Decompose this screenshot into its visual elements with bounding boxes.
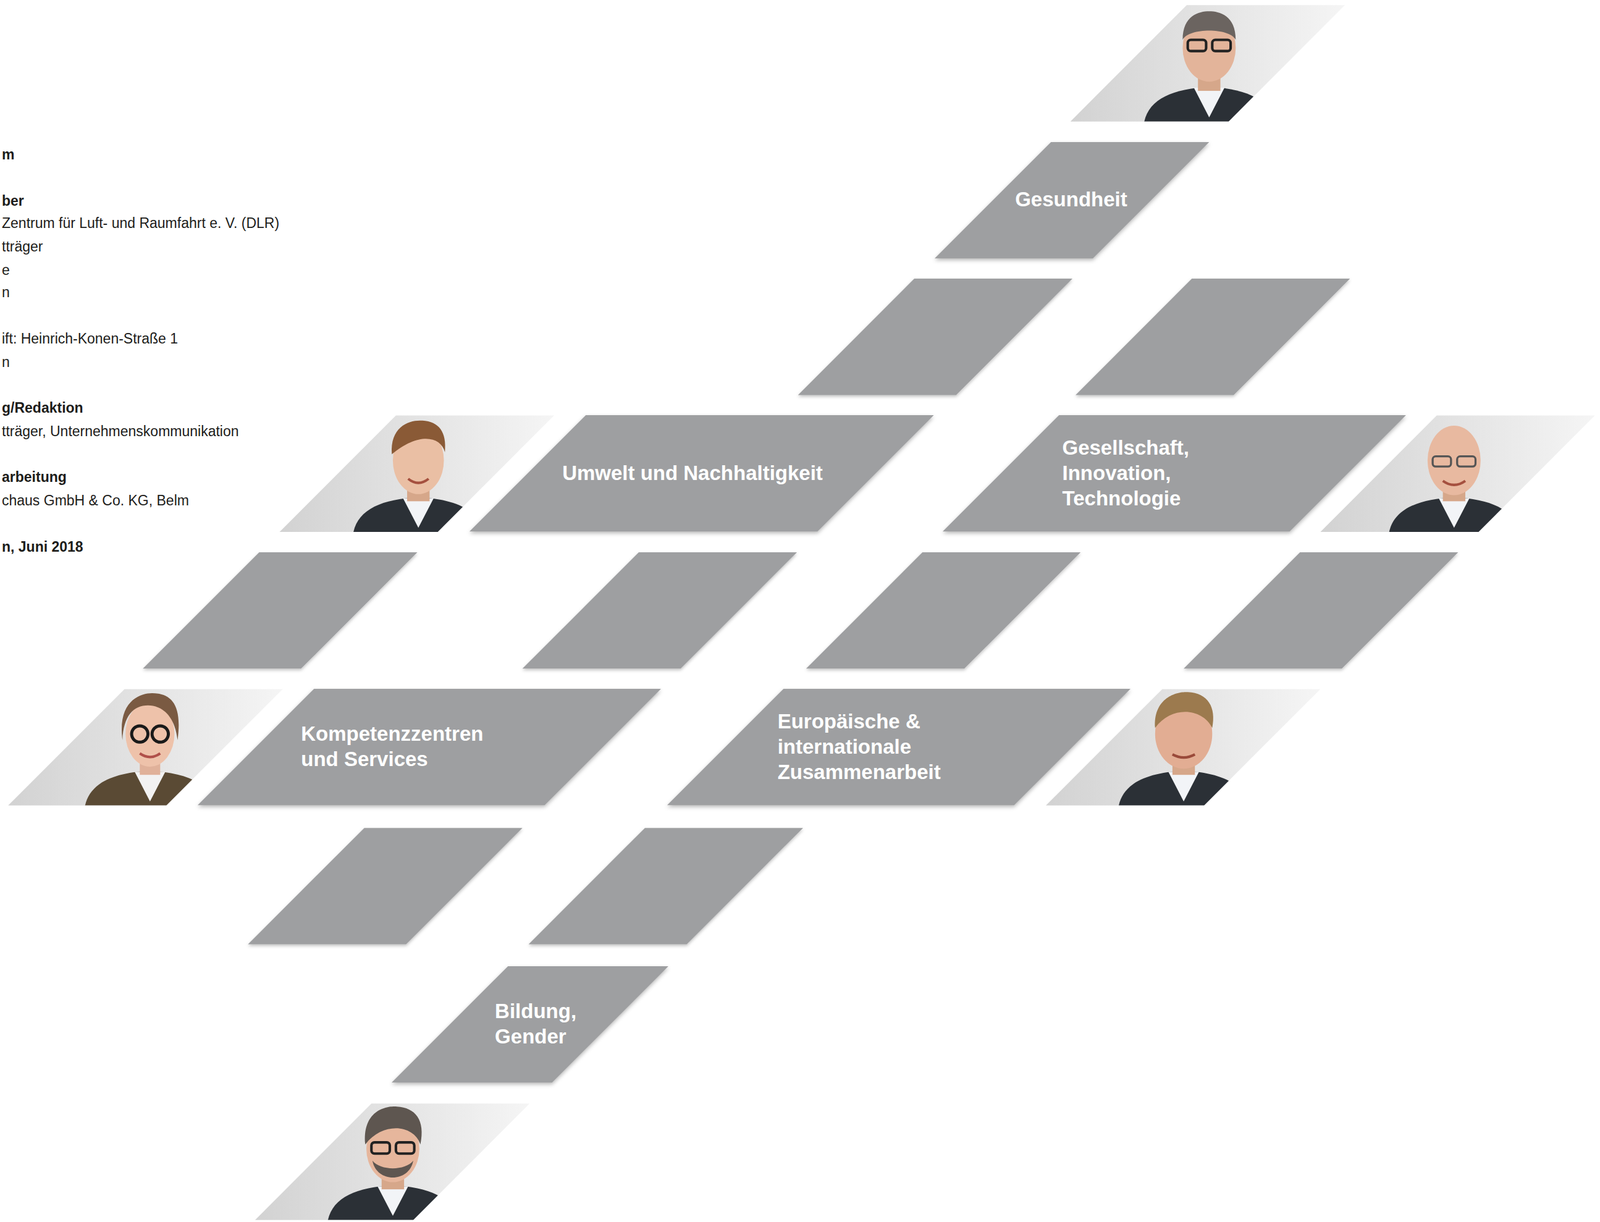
parallelogram-outline	[391, 966, 669, 1083]
parallelogram-outline	[197, 688, 662, 805]
parallelogram-fill	[667, 688, 1131, 805]
imprint-text: m	[1, 146, 15, 164]
empty-tile	[798, 278, 1073, 395]
imprint-text: n	[1, 353, 10, 372]
portrait	[327, 1106, 458, 1222]
topic-label: Europäische & internationale Zusammenarb…	[777, 709, 943, 786]
parallelogram-fill	[197, 688, 662, 805]
parallelogram-fill	[934, 142, 1209, 259]
portrait	[1388, 425, 1520, 534]
imprint-text: tträger, Unternehmenskommunikation	[1, 423, 240, 441]
topic-text: Bildung, Gender	[494, 998, 578, 1050]
topic-text: Gesellschaft, Innovation, Technologie	[1062, 435, 1192, 512]
topic-label: Umwelt und Nachhaltigkeit	[562, 460, 825, 487]
topic-parallelogram: Gesellschaft, Innovation, Technologie	[942, 415, 1407, 532]
portrait	[1118, 691, 1249, 808]
imprint-text: Zentrum für Luft- und Raumfahrt e. V. (D…	[1, 214, 280, 233]
portrait	[84, 693, 215, 808]
topic-parallelogram: Gesundheit	[934, 142, 1209, 259]
topic-text: Gesundheit	[1014, 187, 1129, 213]
topic-parallelogram: Umwelt und Nachhaltigkeit	[469, 415, 935, 532]
parallelogram-fill	[942, 415, 1407, 532]
imprint-text: n, Juni 2018	[1, 538, 84, 556]
parallelogram-fill	[469, 415, 935, 532]
portrait	[1144, 11, 1275, 124]
parallelogram-outline	[942, 415, 1407, 532]
empty-tile	[247, 827, 523, 944]
topic-parallelogram: Kompetenzzentren und Services	[197, 688, 662, 805]
topic-parallelogram: Bildung, Gender	[391, 966, 669, 1083]
empty-tile	[1075, 278, 1350, 395]
parallelogram-fill	[391, 966, 669, 1083]
topic-label: Gesundheit	[1014, 187, 1129, 213]
imprint-text: g/Redaktion	[1, 399, 84, 417]
topic-text: Umwelt und Nachhaltigkeit	[562, 460, 825, 487]
topic-parallelogram: Europäische & internationale Zusammenarb…	[667, 688, 1131, 805]
empty-tile	[806, 552, 1081, 669]
empty-tile	[1183, 552, 1458, 669]
imprint-text: tträger	[1, 238, 43, 256]
empty-tile	[522, 552, 797, 669]
topic-text: Europäische & internationale Zusammenarb…	[777, 709, 943, 786]
topic-label: Gesellschaft, Innovation, Technologie	[1062, 435, 1192, 512]
empty-tile	[142, 552, 417, 669]
imprint-text: n	[1, 284, 10, 302]
imprint-text: arbeitung	[1, 468, 67, 487]
portrait	[353, 420, 484, 535]
topic-text: Kompetenzzentren und Services	[300, 721, 485, 773]
imprint-text: chaus GmbH & Co. KG, Belm	[1, 492, 190, 510]
empty-tile	[528, 827, 804, 944]
topic-label: Bildung, Gender	[494, 998, 578, 1050]
imprint-text: e	[1, 261, 10, 280]
imprint-text: ift: Heinrich-Konen-Straße 1	[1, 330, 178, 348]
imprint-text: ber	[1, 192, 25, 211]
topic-label: Kompetenzzentren und Services	[300, 721, 485, 773]
